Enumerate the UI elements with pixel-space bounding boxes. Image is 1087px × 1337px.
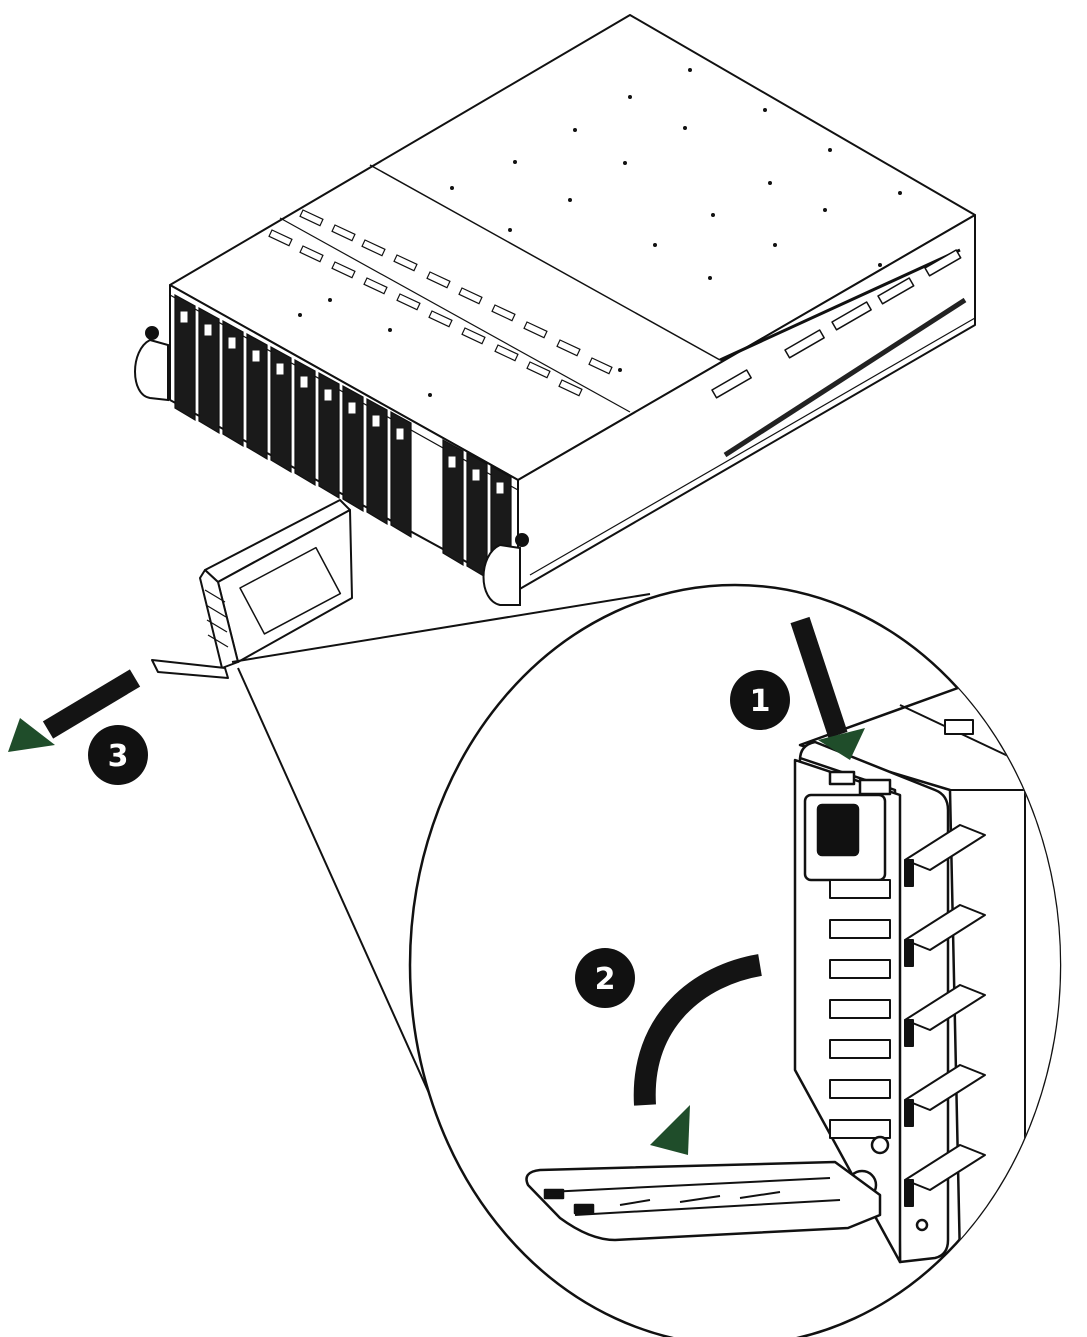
- zoomed-drive-tray: [525, 678, 1060, 1264]
- inner-comb: [829, 879, 891, 1139]
- top-vent-grille: [268, 209, 613, 397]
- step-2-arrow-icon: [633, 954, 763, 1155]
- tray-handle-open: [525, 1160, 882, 1242]
- step-3-arrow-icon: [8, 669, 141, 752]
- step-1-badge: 1: [730, 670, 790, 730]
- chassis-screws: [298, 68, 902, 397]
- server-chassis-icon: [169, 14, 976, 591]
- step-3-number: 3: [108, 739, 129, 774]
- chassis-ears: [134, 326, 529, 606]
- step-1-arrow-icon: [790, 616, 865, 760]
- step-2-badge: 2: [575, 948, 635, 1008]
- step-2-number: 2: [595, 962, 616, 997]
- drive-tray-icon: [151, 499, 353, 679]
- step-3-badge: 3: [88, 725, 148, 785]
- step-1-number: 1: [750, 684, 771, 719]
- bezel-slots: [904, 824, 986, 1207]
